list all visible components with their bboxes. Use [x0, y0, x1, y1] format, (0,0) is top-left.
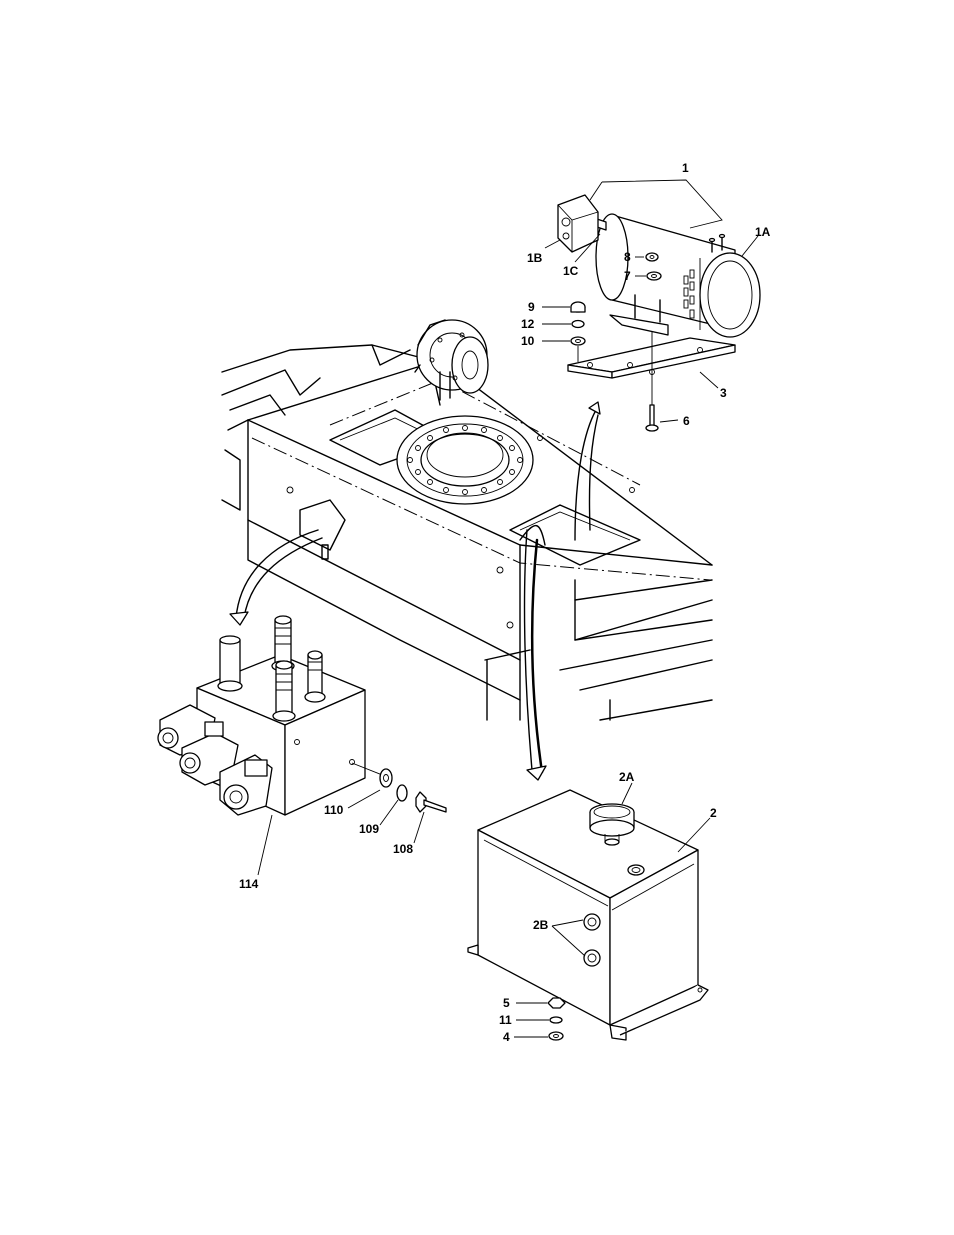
- callout-4: 4: [503, 1030, 510, 1044]
- turntable-bearing: [397, 416, 533, 504]
- callout-11: 11: [499, 1013, 512, 1027]
- callout-5: 5: [503, 996, 510, 1010]
- callout-110: 110: [324, 803, 344, 817]
- drive-hub: [415, 320, 488, 400]
- callout-2: 2: [710, 806, 717, 820]
- callout-8: 8: [624, 250, 631, 264]
- callout-7: 7: [624, 269, 631, 283]
- manifold-hardware: [352, 763, 446, 812]
- pump-motor-assembly: [558, 195, 760, 337]
- mount-bolt: [646, 405, 658, 431]
- callout-108: 108: [393, 842, 413, 856]
- motor-hardware-left: [571, 302, 585, 362]
- callout-9: 9: [528, 300, 535, 314]
- callout-2A: 2A: [619, 770, 635, 784]
- callout-109: 109: [359, 822, 379, 836]
- callout-10: 10: [521, 334, 535, 348]
- callout-3: 3: [720, 386, 727, 400]
- tank-hardware: [548, 998, 565, 1040]
- callout-6: 6: [683, 414, 690, 428]
- callout-1A: 1A: [755, 225, 771, 239]
- valve-manifold: [158, 616, 365, 815]
- callout-114: 114: [239, 877, 259, 891]
- callout-1: 1: [682, 161, 689, 175]
- callout-2B: 2B: [533, 918, 549, 932]
- callout-1B: 1B: [527, 251, 543, 265]
- callout-12: 12: [521, 317, 535, 331]
- callout-1C: 1C: [563, 264, 579, 278]
